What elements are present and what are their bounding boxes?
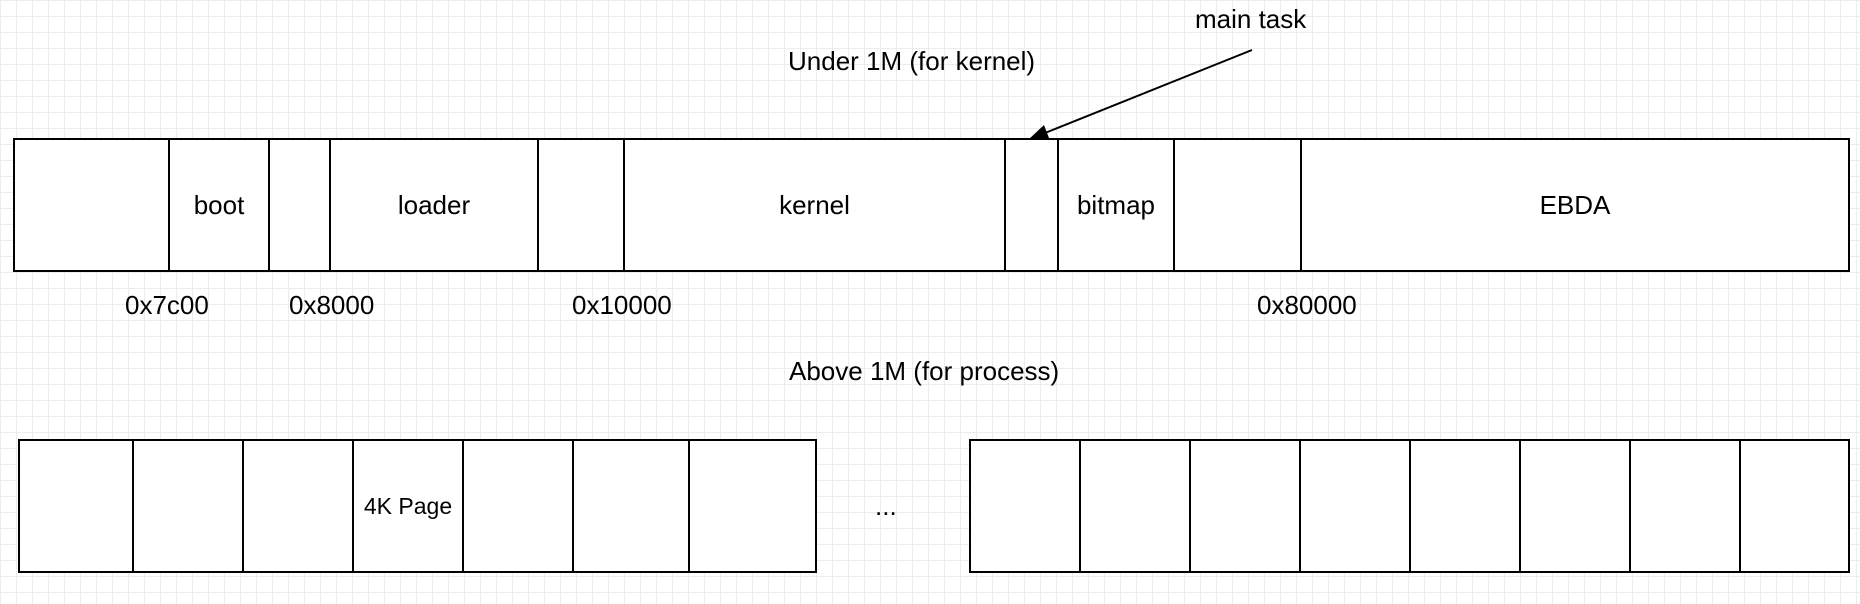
page-cell	[1741, 441, 1848, 571]
page-cell	[1301, 441, 1411, 571]
process-pages-right	[969, 439, 1850, 573]
page-cell	[134, 441, 244, 571]
page-cell	[1081, 441, 1191, 571]
kernel-section-title: Under 1M (for kernel)	[788, 46, 1036, 76]
memory-block-loader: loader	[331, 140, 539, 270]
page-cell	[20, 441, 134, 571]
memory-block-kernel: kernel	[625, 140, 1006, 270]
page-cell	[971, 441, 1081, 571]
page-cell	[464, 441, 574, 571]
process-pages-left: 4K Page	[18, 439, 817, 573]
address-0x8000: 0x8000	[289, 290, 375, 320]
memory-block-ebda: EBDA	[1539, 189, 1611, 220]
page-cell	[690, 441, 815, 571]
page-cell	[1411, 441, 1521, 571]
address-0x80000: 0x80000	[1257, 290, 1357, 320]
memory-block-low	[15, 140, 170, 270]
page-cell	[244, 441, 354, 571]
kernel-memory-strip: boot loader kernel bitmap EBDA	[13, 138, 1850, 272]
page-cell-4k-page: 4K Page	[354, 441, 464, 571]
process-section-title: Above 1M (for process)	[789, 356, 1060, 386]
address-0x10000: 0x10000	[572, 290, 672, 320]
memory-block-gap-2	[539, 140, 625, 270]
memory-block-boot: boot	[170, 140, 270, 270]
memory-block-bitmap: bitmap	[1059, 140, 1175, 270]
memory-block-gap-3	[1175, 140, 1302, 270]
memory-block-main-task	[1006, 140, 1059, 270]
page-cell	[1521, 441, 1631, 571]
memory-block-gap-1	[270, 140, 331, 270]
main-task-annotation: main task	[1195, 4, 1307, 34]
page-cell	[1631, 441, 1741, 571]
pages-ellipsis: ...	[875, 491, 897, 521]
page-cell	[574, 441, 690, 571]
page-cell	[1191, 441, 1301, 571]
address-0x7c00: 0x7c00	[125, 290, 209, 320]
